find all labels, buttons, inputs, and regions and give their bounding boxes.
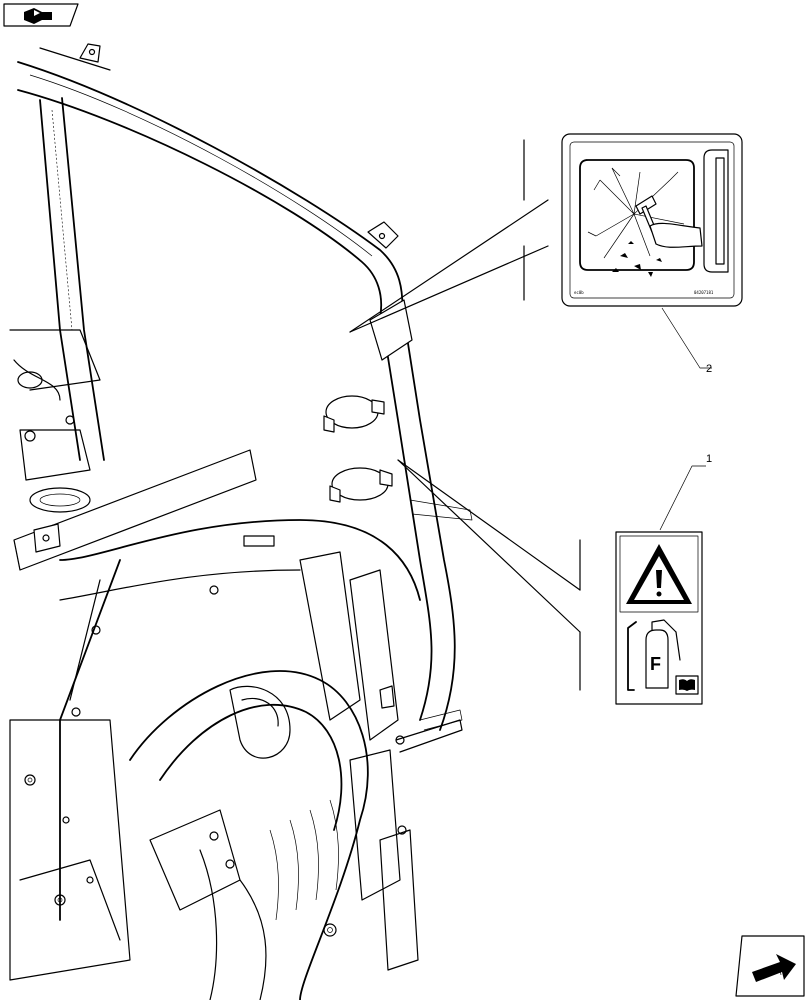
warning-triangle-icon — [626, 544, 692, 604]
warning-fire-extinguisher-decal[interactable]: F — [615, 531, 703, 705]
cab-frame-drawing — [9, 43, 473, 1000]
extinguisher-letter: F — [650, 654, 661, 674]
hammer-break-glass-icon — [587, 167, 703, 277]
break-glass-decal[interactable]: ec0b 04207181 — [561, 133, 743, 307]
callout-number-1: 1 — [706, 453, 712, 465]
leader-lines-decal-2 — [349, 139, 712, 369]
fire-extinguisher-icon: F — [627, 619, 681, 691]
book-arrow-icon[interactable] — [3, 3, 79, 27]
break-glass-right-code: 04207181 — [694, 290, 714, 295]
callout-number-2: 2 — [706, 363, 712, 375]
leader-lines-decal-1 — [397, 459, 706, 691]
next-arrow-icon[interactable] — [735, 935, 805, 997]
break-glass-left-code: ec0b — [574, 290, 584, 295]
manual-book-icon — [675, 675, 699, 695]
